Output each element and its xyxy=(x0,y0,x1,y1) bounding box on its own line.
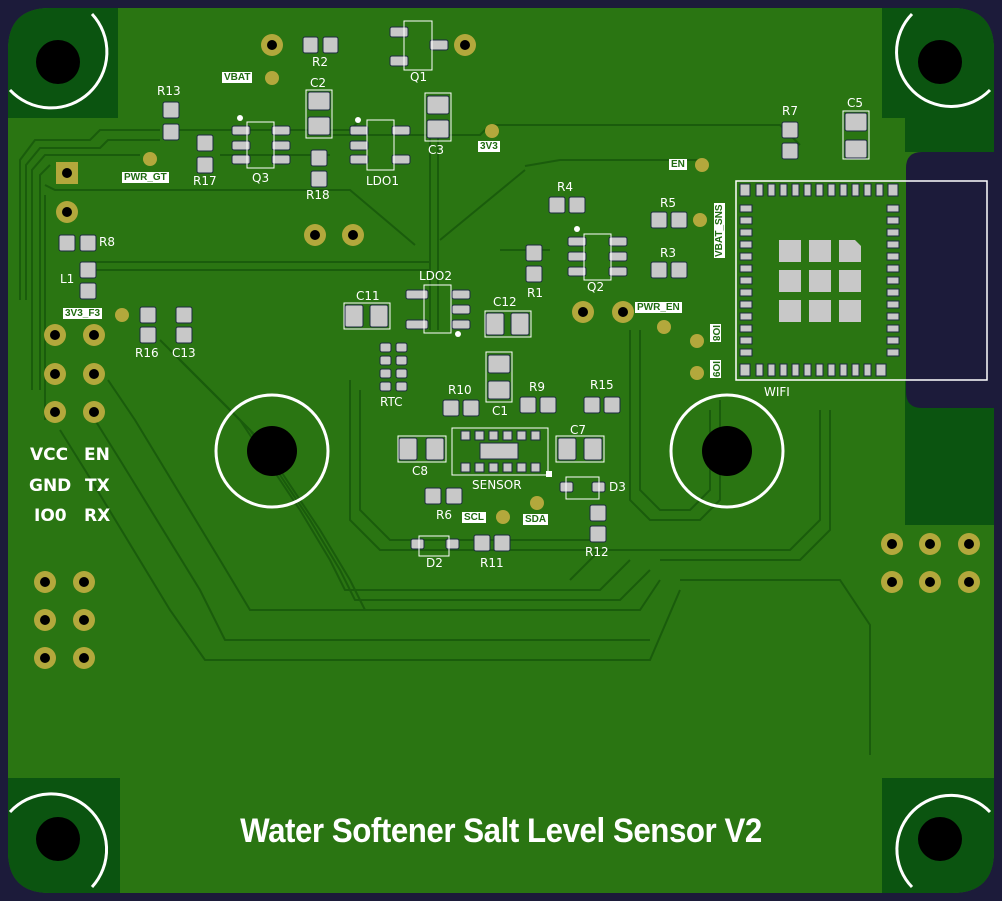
label-c12: C12 xyxy=(493,295,517,309)
label-q1: Q1 xyxy=(410,70,428,84)
testpoint-label-sda: SDA xyxy=(523,514,549,525)
label-ldo2: LDO2 xyxy=(419,269,453,283)
label-c1: C1 xyxy=(492,404,509,418)
testpoint-label-io8: IO8 xyxy=(710,324,721,343)
wifi-module xyxy=(735,180,988,381)
label-r7: R7 xyxy=(782,104,798,118)
label-c5: C5 xyxy=(847,96,864,110)
pad-holes xyxy=(40,40,974,663)
label-r5: R5 xyxy=(660,196,676,210)
label-c2: C2 xyxy=(310,76,327,90)
label-r15: R15 xyxy=(590,378,614,392)
label-r11: R11 xyxy=(480,556,504,570)
smd-pads xyxy=(58,26,868,552)
testpoint-label-en: EN xyxy=(669,159,687,170)
right-pour xyxy=(905,380,994,525)
label-c11: C11 xyxy=(356,289,380,303)
label-q2: Q2 xyxy=(587,280,605,294)
header-label-gnd: GND xyxy=(29,476,72,496)
header-label-en: EN xyxy=(84,445,110,465)
testpoint-label-3v3-f3: 3V3_F3 xyxy=(63,308,103,319)
testpoint-label-scl: SCL xyxy=(462,512,486,523)
pin1-dots xyxy=(237,115,580,477)
label-sensor: SENSOR xyxy=(472,478,522,492)
label-c3: C3 xyxy=(428,143,445,157)
label-r17: R17 xyxy=(193,174,217,188)
header-label-io0: IO0 xyxy=(34,506,67,526)
label-r8: R8 xyxy=(99,235,115,249)
label-c7: C7 xyxy=(570,423,587,437)
antenna-cutout xyxy=(906,152,994,408)
testpoint-label-vbat: VBAT xyxy=(222,72,253,83)
label-wifi: WIFI xyxy=(764,385,790,399)
testpoint-label-io9: IO9 xyxy=(710,360,721,379)
label-r6: R6 xyxy=(436,508,452,522)
label-r16: R16 xyxy=(135,346,159,360)
label-rtc: RTC xyxy=(380,395,403,409)
label-r1: R1 xyxy=(527,286,543,300)
label-q3: Q3 xyxy=(252,171,270,185)
board-title: Water Softener Salt Level Sensor V2 xyxy=(240,812,762,850)
testpoint-label-vbat-sns: VBAT_SNS xyxy=(714,203,725,258)
testpoint-label-3v3: 3V3 xyxy=(478,141,500,152)
header-label-rx: RX xyxy=(84,506,111,526)
label-d3: D3 xyxy=(609,480,626,494)
label-r13: R13 xyxy=(157,84,181,98)
label-r3: R3 xyxy=(660,246,676,260)
label-l1: L1 xyxy=(60,272,75,286)
header-label-tx: TX xyxy=(85,476,110,496)
silkscreen-outlines xyxy=(246,20,870,557)
label-c8: C8 xyxy=(412,464,429,478)
testpoint-label-pwr-en: PWR_EN xyxy=(635,302,682,313)
label-d2: D2 xyxy=(426,556,443,570)
label-r2: R2 xyxy=(312,55,328,69)
label-r9: R9 xyxy=(529,380,545,394)
label-r4: R4 xyxy=(557,180,573,194)
label-r18: R18 xyxy=(306,188,330,202)
mounting-holes xyxy=(8,12,992,889)
label-r12: R12 xyxy=(585,545,609,559)
header-label-vcc: VCC xyxy=(30,445,69,465)
label-c13: C13 xyxy=(172,346,196,360)
test-points xyxy=(115,71,709,524)
testpoint-label-pwr-gt: PWR_GT xyxy=(122,172,169,183)
label-ldo1: LDO1 xyxy=(366,174,400,188)
label-r10: R10 xyxy=(448,383,472,397)
